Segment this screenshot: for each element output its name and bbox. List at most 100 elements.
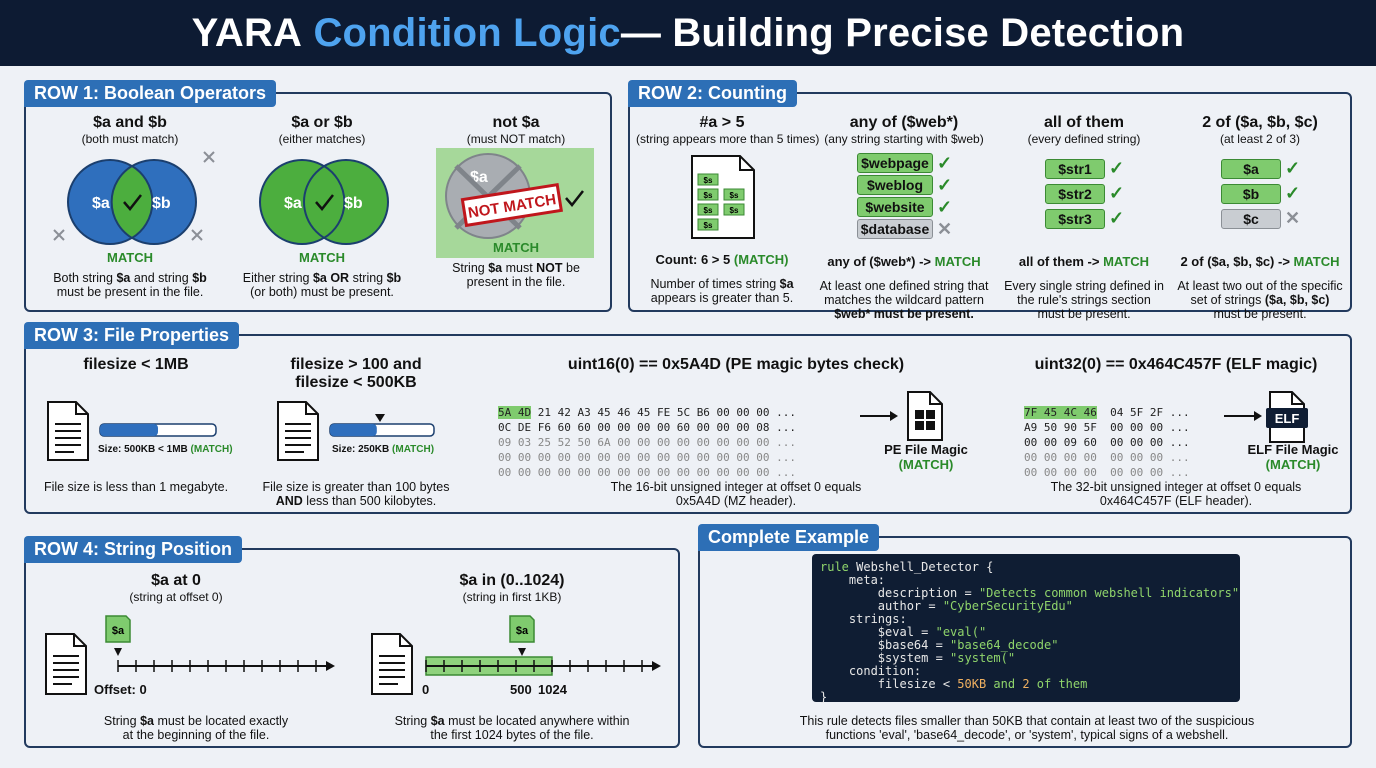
elf-icon: ELF: [1266, 391, 1308, 443]
inrange-subtitle: (string in first 1KB): [462, 590, 562, 604]
count-section: #a > 5 (string appears more than 5 times…: [636, 114, 820, 305]
pe-arrow-and-icon: [860, 391, 943, 441]
cross-icon: [53, 229, 65, 241]
row4-title: ROW 4: String Position: [24, 536, 242, 563]
count-title: #a > 5: [699, 114, 745, 131]
chip-database: $database✕: [814, 218, 994, 240]
row1-title: ROW 1: Boolean Operators: [24, 80, 277, 107]
not-diagram: $a NOT MATCH: [436, 148, 594, 258]
chip-str2: $str2✓: [994, 181, 1174, 206]
check-icon: ✓: [1109, 158, 1125, 178]
count-result: Count: 6 > 5 (MATCH): [655, 252, 789, 267]
inrange-tick-0: 0: [422, 682, 430, 697]
document-icon: $s $s $s $s $s $s: [691, 155, 755, 239]
svg-text:$s: $s: [730, 206, 739, 215]
or-match: MATCH: [299, 250, 345, 265]
allof-title: all of them: [1043, 114, 1124, 131]
chip-webpage: $webpage✓: [814, 152, 994, 174]
check-icon: ✓: [937, 152, 953, 173]
check-icon: ✓: [937, 196, 953, 217]
document-icon: [45, 633, 87, 695]
arrow-right-icon: [860, 411, 898, 421]
title-suffix: — Building Precise Detection: [620, 10, 1185, 55]
row4-panel: ROW 4: String Position $a at 0 (string a…: [24, 536, 680, 748]
filesize-lt-description: File size is less than 1 megabyte.: [43, 480, 229, 494]
and-right-label: $b: [152, 195, 171, 212]
anyof-subtitle: (any string starting with $web): [824, 132, 984, 146]
twoof-result: 2 of ($a, $b, $c) -> MATCH: [1180, 254, 1340, 269]
arrow-right-icon: [652, 661, 661, 671]
or-subtitle: (either matches): [278, 132, 366, 146]
and-title: $a and $b: [93, 114, 167, 131]
row1-panel: ROW 1: Boolean Operators $a and $b (both…: [24, 80, 612, 312]
or-description: Either string $a OR string $b(or both) m…: [242, 271, 402, 299]
or-section: $a or $b (either matches) $a $b MATCH Ei…: [232, 114, 412, 299]
filesize-lt-title: filesize < 1MB: [83, 356, 189, 373]
svg-text:$s: $s: [704, 176, 713, 185]
marker-icon: [375, 414, 385, 422]
filesize-lt-section: filesize < 1MB: [36, 356, 236, 374]
chip-a: $a✓: [1170, 156, 1350, 181]
not-title: not $a: [492, 114, 540, 131]
title-highlight: Condition Logic: [313, 10, 621, 55]
and-match: MATCH: [107, 250, 153, 265]
check-icon: [565, 190, 584, 207]
twoof-title: 2 of ($a, $b, $c): [1202, 114, 1318, 131]
cross-icon: ✕: [1285, 208, 1301, 228]
count-subtitle: (string appears more than 5 times): [636, 132, 820, 146]
filesize-range-section: filesize > 100 and filesize < 500KB: [256, 356, 456, 392]
check-icon: ✓: [937, 174, 953, 195]
inrange-description: String $a must be located anywhere withi…: [394, 714, 630, 742]
example-description: This rule detects files smaller than 50K…: [799, 714, 1255, 742]
chip-weblog: $weblog✓: [814, 174, 994, 196]
count-doc-chips: $s $s $s $s $s $s: [697, 173, 745, 231]
elf-hex-dump: 7F 45 4C 46 04 5F 2F ... A9 50 90 5F 00 …: [1024, 406, 1190, 479]
elf-title: uint32(0) == 0x464C457F (ELF magic): [1034, 356, 1318, 373]
check-icon: ✓: [1285, 183, 1301, 203]
at0-chip: $a: [112, 625, 125, 637]
anyof-result: any of ($web*) -> MATCH: [827, 254, 981, 269]
anyof-title: any of ($web*): [849, 114, 959, 131]
arrow-right-icon: [326, 661, 335, 671]
at0-offset-label: Offset: 0: [94, 682, 147, 697]
example-title: Complete Example: [698, 524, 880, 551]
page-title: YARA Condition Logic — Building Precise …: [0, 0, 1376, 66]
inrange-section: $a in (0..1024) (string in first 1KB): [432, 572, 592, 604]
filesize-range-diagram: [277, 401, 435, 461]
row2-panel: ROW 2: Counting #a > 5 (string appears m…: [628, 80, 1352, 321]
filesize-range-title-1: filesize > 100 and: [290, 356, 422, 373]
pe-hex-dump: 5A 4D 21 42 A3 45 46 45 FE 5C B6 00 00 0…: [498, 406, 797, 479]
anyof-section: any of ($web*) (any string starting with…: [814, 114, 994, 321]
inrange-title: $a in (0..1024): [459, 572, 565, 589]
or-venn: $a $b: [259, 159, 389, 245]
windows-icon: [907, 391, 943, 441]
elf-icon-label: ELF: [1275, 411, 1300, 426]
chip-str3: $str3✓: [994, 206, 1174, 231]
svg-text:$s: $s: [704, 191, 713, 200]
arrow-right-icon: [1224, 411, 1262, 421]
title-prefix: YARA: [191, 10, 303, 55]
inrange-diagram: $a: [371, 615, 661, 695]
elf-label: ELF File Magic(MATCH): [1247, 442, 1339, 472]
inrange-tick-500: 500: [510, 682, 532, 697]
example-panel: Complete Example rule Webshell_Detector …: [698, 524, 1352, 748]
pe-label: PE File Magic(MATCH): [884, 442, 968, 472]
svg-text:$s: $s: [730, 191, 739, 200]
and-subtitle: (both must match): [81, 132, 179, 146]
svg-text:$s: $s: [704, 206, 713, 215]
row3-title: ROW 3: File Properties: [24, 322, 240, 349]
cross-icon: ✕: [937, 218, 953, 239]
cross-icon: [203, 151, 215, 163]
check-icon: ✓: [1109, 208, 1125, 228]
filesize-range-bar-label: Size: 250KB (MATCH): [332, 444, 435, 455]
or-title: $a or $b: [291, 114, 353, 131]
chip-str1: $str1✓: [994, 156, 1174, 181]
or-right-label: $b: [344, 195, 363, 212]
cross-icon: [191, 229, 203, 241]
at0-subtitle: (string at offset 0): [129, 590, 223, 604]
filesize-lt-diagram: [47, 401, 217, 461]
at0-diagram: $a: [45, 615, 335, 695]
